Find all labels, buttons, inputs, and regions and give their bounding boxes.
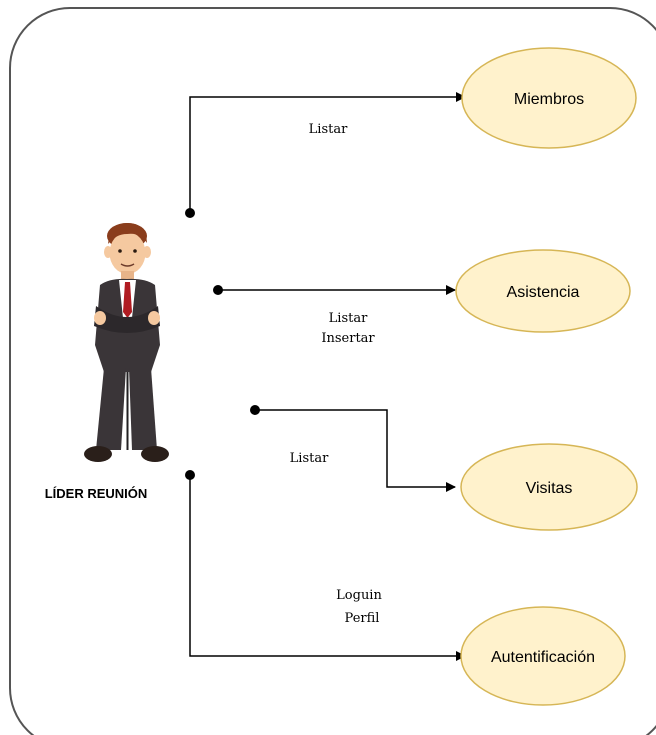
usecase-visitas[interactable]: Visitas — [460, 443, 638, 531]
actor-figure — [84, 222, 169, 462]
connector-miembros — [189, 92, 466, 213]
connector-visitas — [255, 409, 456, 492]
usecase-label: Visitas — [526, 480, 573, 497]
connector-start-dot — [213, 285, 223, 295]
edge-label-asistencia: Insertar — [321, 331, 375, 346]
connector-start-dot — [250, 405, 260, 415]
connectors — [189, 92, 466, 661]
system-boundary — [9, 7, 656, 735]
connector-start-dot — [185, 208, 195, 218]
usecase-label: Asistencia — [507, 284, 580, 301]
usecase-label: Miembros — [514, 91, 584, 108]
usecase-autentificacion[interactable]: Autentificación — [460, 606, 626, 706]
connector-start-dot — [185, 470, 195, 480]
connector-autentificacion — [189, 475, 466, 661]
usecase-miembros[interactable]: Miembros — [461, 47, 637, 149]
actor-label: LÍDER REUNIÓN — [45, 486, 148, 501]
edge-label-autentificacion: Perfil — [345, 611, 380, 626]
edge-label-visitas: Listar — [290, 451, 329, 466]
edge-label-autentificacion: Loguin — [336, 588, 382, 603]
edge-label-asistencia: Listar — [329, 311, 368, 326]
edge-label-miembros: Listar — [309, 122, 348, 137]
usecase-label: Autentificación — [491, 649, 595, 666]
usecase-asistencia[interactable]: Asistencia — [455, 249, 631, 333]
